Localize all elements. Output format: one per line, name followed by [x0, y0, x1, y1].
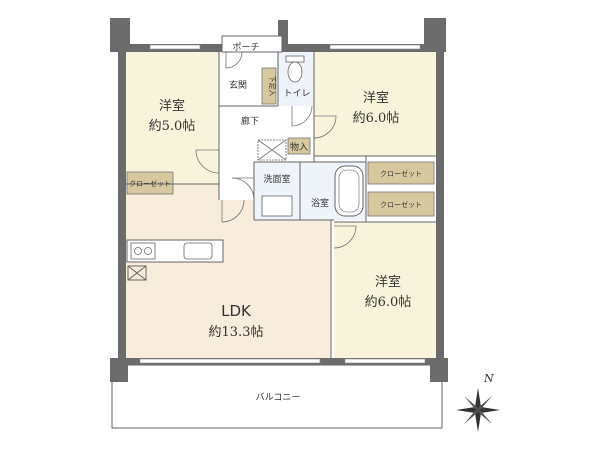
room-western-2-size: 約6.0帖: [353, 111, 400, 126]
washbasin-icon: [261, 195, 293, 217]
door-toilet: [291, 105, 313, 127]
label-closet-2: クローゼット: [380, 169, 422, 178]
label-balcony: バルコニー: [256, 392, 301, 403]
room-western-2-name: 洋室: [363, 90, 389, 106]
door-western-1: [195, 149, 220, 174]
corner-bottom-left: [110, 358, 128, 382]
wall-left: [118, 44, 126, 366]
room-western-3-size: 約6.0帖: [365, 295, 412, 310]
room-western-2-fill: [314, 52, 436, 156]
compass-icon: [456, 388, 500, 432]
label-bathroom: 浴室: [311, 197, 329, 209]
window-1: [149, 44, 201, 50]
label-toilet: トイレ: [283, 89, 310, 99]
label-closet-1: クローゼット: [129, 179, 171, 188]
label-storage: 物入: [290, 141, 308, 153]
label-shoe-box: 下足入: [268, 76, 276, 97]
stove-icon: [130, 242, 156, 260]
corner-top-mid: [278, 20, 288, 50]
label-washroom: 洗面室: [263, 173, 290, 185]
stove-burner-2: [144, 247, 152, 255]
bathtub-icon: [334, 165, 364, 217]
storage-box: [287, 137, 311, 155]
room-western-3-name: 洋室: [375, 274, 401, 290]
porch-wall: [221, 35, 283, 53]
compass-label: N: [483, 372, 494, 385]
bathtub-inner: [338, 169, 360, 213]
corner-top-right: [424, 18, 446, 52]
toilet-bowl-icon: [287, 61, 303, 83]
corner-bottom-right: [430, 358, 448, 382]
balcony-fill: [111, 364, 443, 429]
room-ldk-size: 約13.3帖: [209, 325, 264, 340]
closet-1-box: [126, 171, 174, 195]
door-entrance: [225, 51, 243, 69]
window-3: [139, 358, 321, 364]
toilet-tank-icon: [285, 55, 305, 63]
room-western-1-name: 洋室: [159, 98, 185, 114]
window-2: [329, 44, 421, 50]
room-western-1-size: 約5.0帖: [149, 119, 196, 134]
corner-top-left: [110, 18, 130, 52]
stove-burner-1: [134, 247, 142, 255]
label-entrance: 玄関: [229, 79, 247, 91]
sink-icon: [183, 242, 213, 260]
door-ldk: [221, 199, 245, 223]
door-western-2: [313, 115, 337, 139]
door-western-3: [333, 225, 357, 249]
shoe-box-box: [261, 67, 277, 105]
label-closet-3: クローゼット: [380, 200, 422, 209]
room-western-1-fill: [126, 52, 219, 192]
wall-right: [436, 44, 444, 366]
window-4: [344, 358, 426, 364]
label-hallway: 廊下: [241, 115, 259, 127]
label-porch: ポーチ: [232, 42, 259, 53]
closet-2-box: [367, 161, 435, 185]
laundry-pan-cross: [257, 139, 287, 161]
kitchen-fridge: [127, 265, 147, 281]
door-washroom: [231, 177, 255, 201]
room-ldk-name: LDK: [221, 302, 252, 320]
closet-3-box: [367, 191, 435, 217]
room-western-3-fill: [334, 222, 436, 358]
